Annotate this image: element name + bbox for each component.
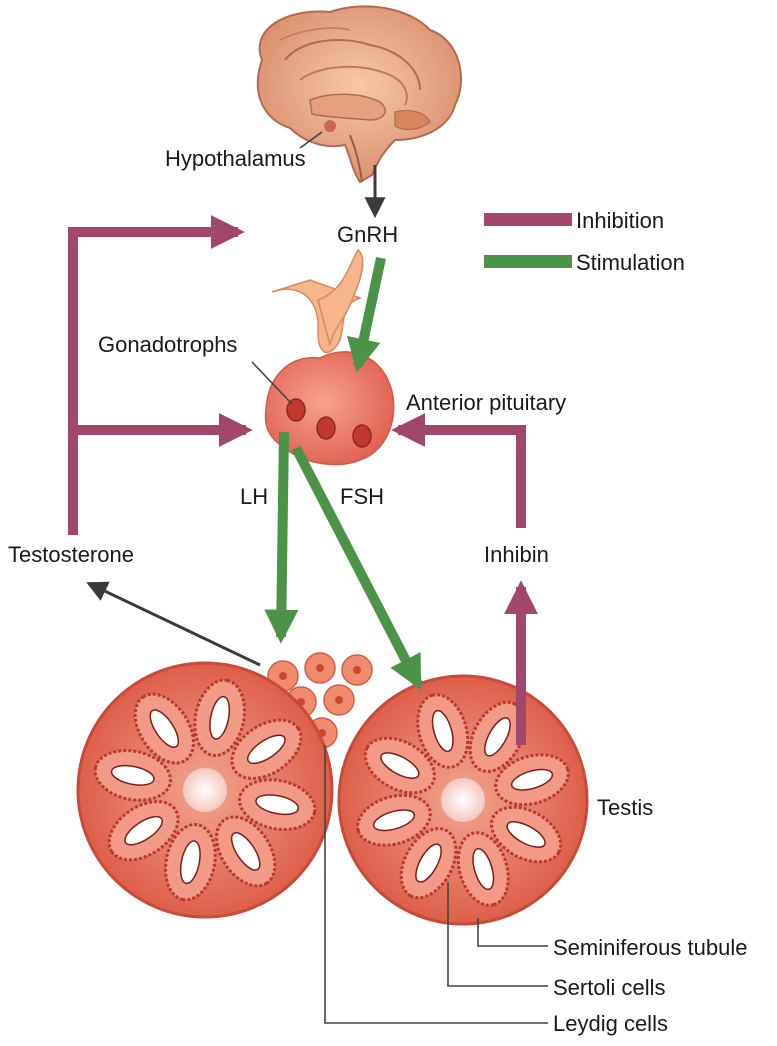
testis-label: Testis xyxy=(597,795,653,821)
testosterone-label: Testosterone xyxy=(8,542,134,568)
hypothalamus-label: Hypothalamus xyxy=(165,146,306,172)
legend-stimulation-swatch xyxy=(484,255,572,268)
sertoli-cells-label: Sertoli cells xyxy=(553,975,665,1001)
stimulation-arrows xyxy=(281,258,418,684)
lh-label: LH xyxy=(240,484,268,510)
inhibin-to-pituitary-inhibition-arrow xyxy=(398,430,521,528)
testosterone-arrow xyxy=(90,584,260,665)
anterior-pituitary-label: Anterior pituitary xyxy=(406,390,566,416)
testis-cross-section-left xyxy=(78,663,332,917)
gnrh-label: GnRH xyxy=(337,222,398,248)
seminiferous-tubule-label: Seminiferous tubule xyxy=(553,935,747,961)
legend-inhibition-label: Inhibition xyxy=(576,208,664,234)
testis-cross-section-right xyxy=(339,676,587,924)
legend-stimulation-label: Stimulation xyxy=(576,250,685,276)
lh-stimulation-arrow xyxy=(281,432,284,637)
fsh-label: FSH xyxy=(340,484,384,510)
leydig-cells-label: Leydig cells xyxy=(553,1011,668,1037)
legend-inhibition-swatch xyxy=(484,213,572,226)
gonadotrophs-label: Gonadotrophs xyxy=(98,332,237,358)
inhibin-label: Inhibin xyxy=(484,542,549,568)
